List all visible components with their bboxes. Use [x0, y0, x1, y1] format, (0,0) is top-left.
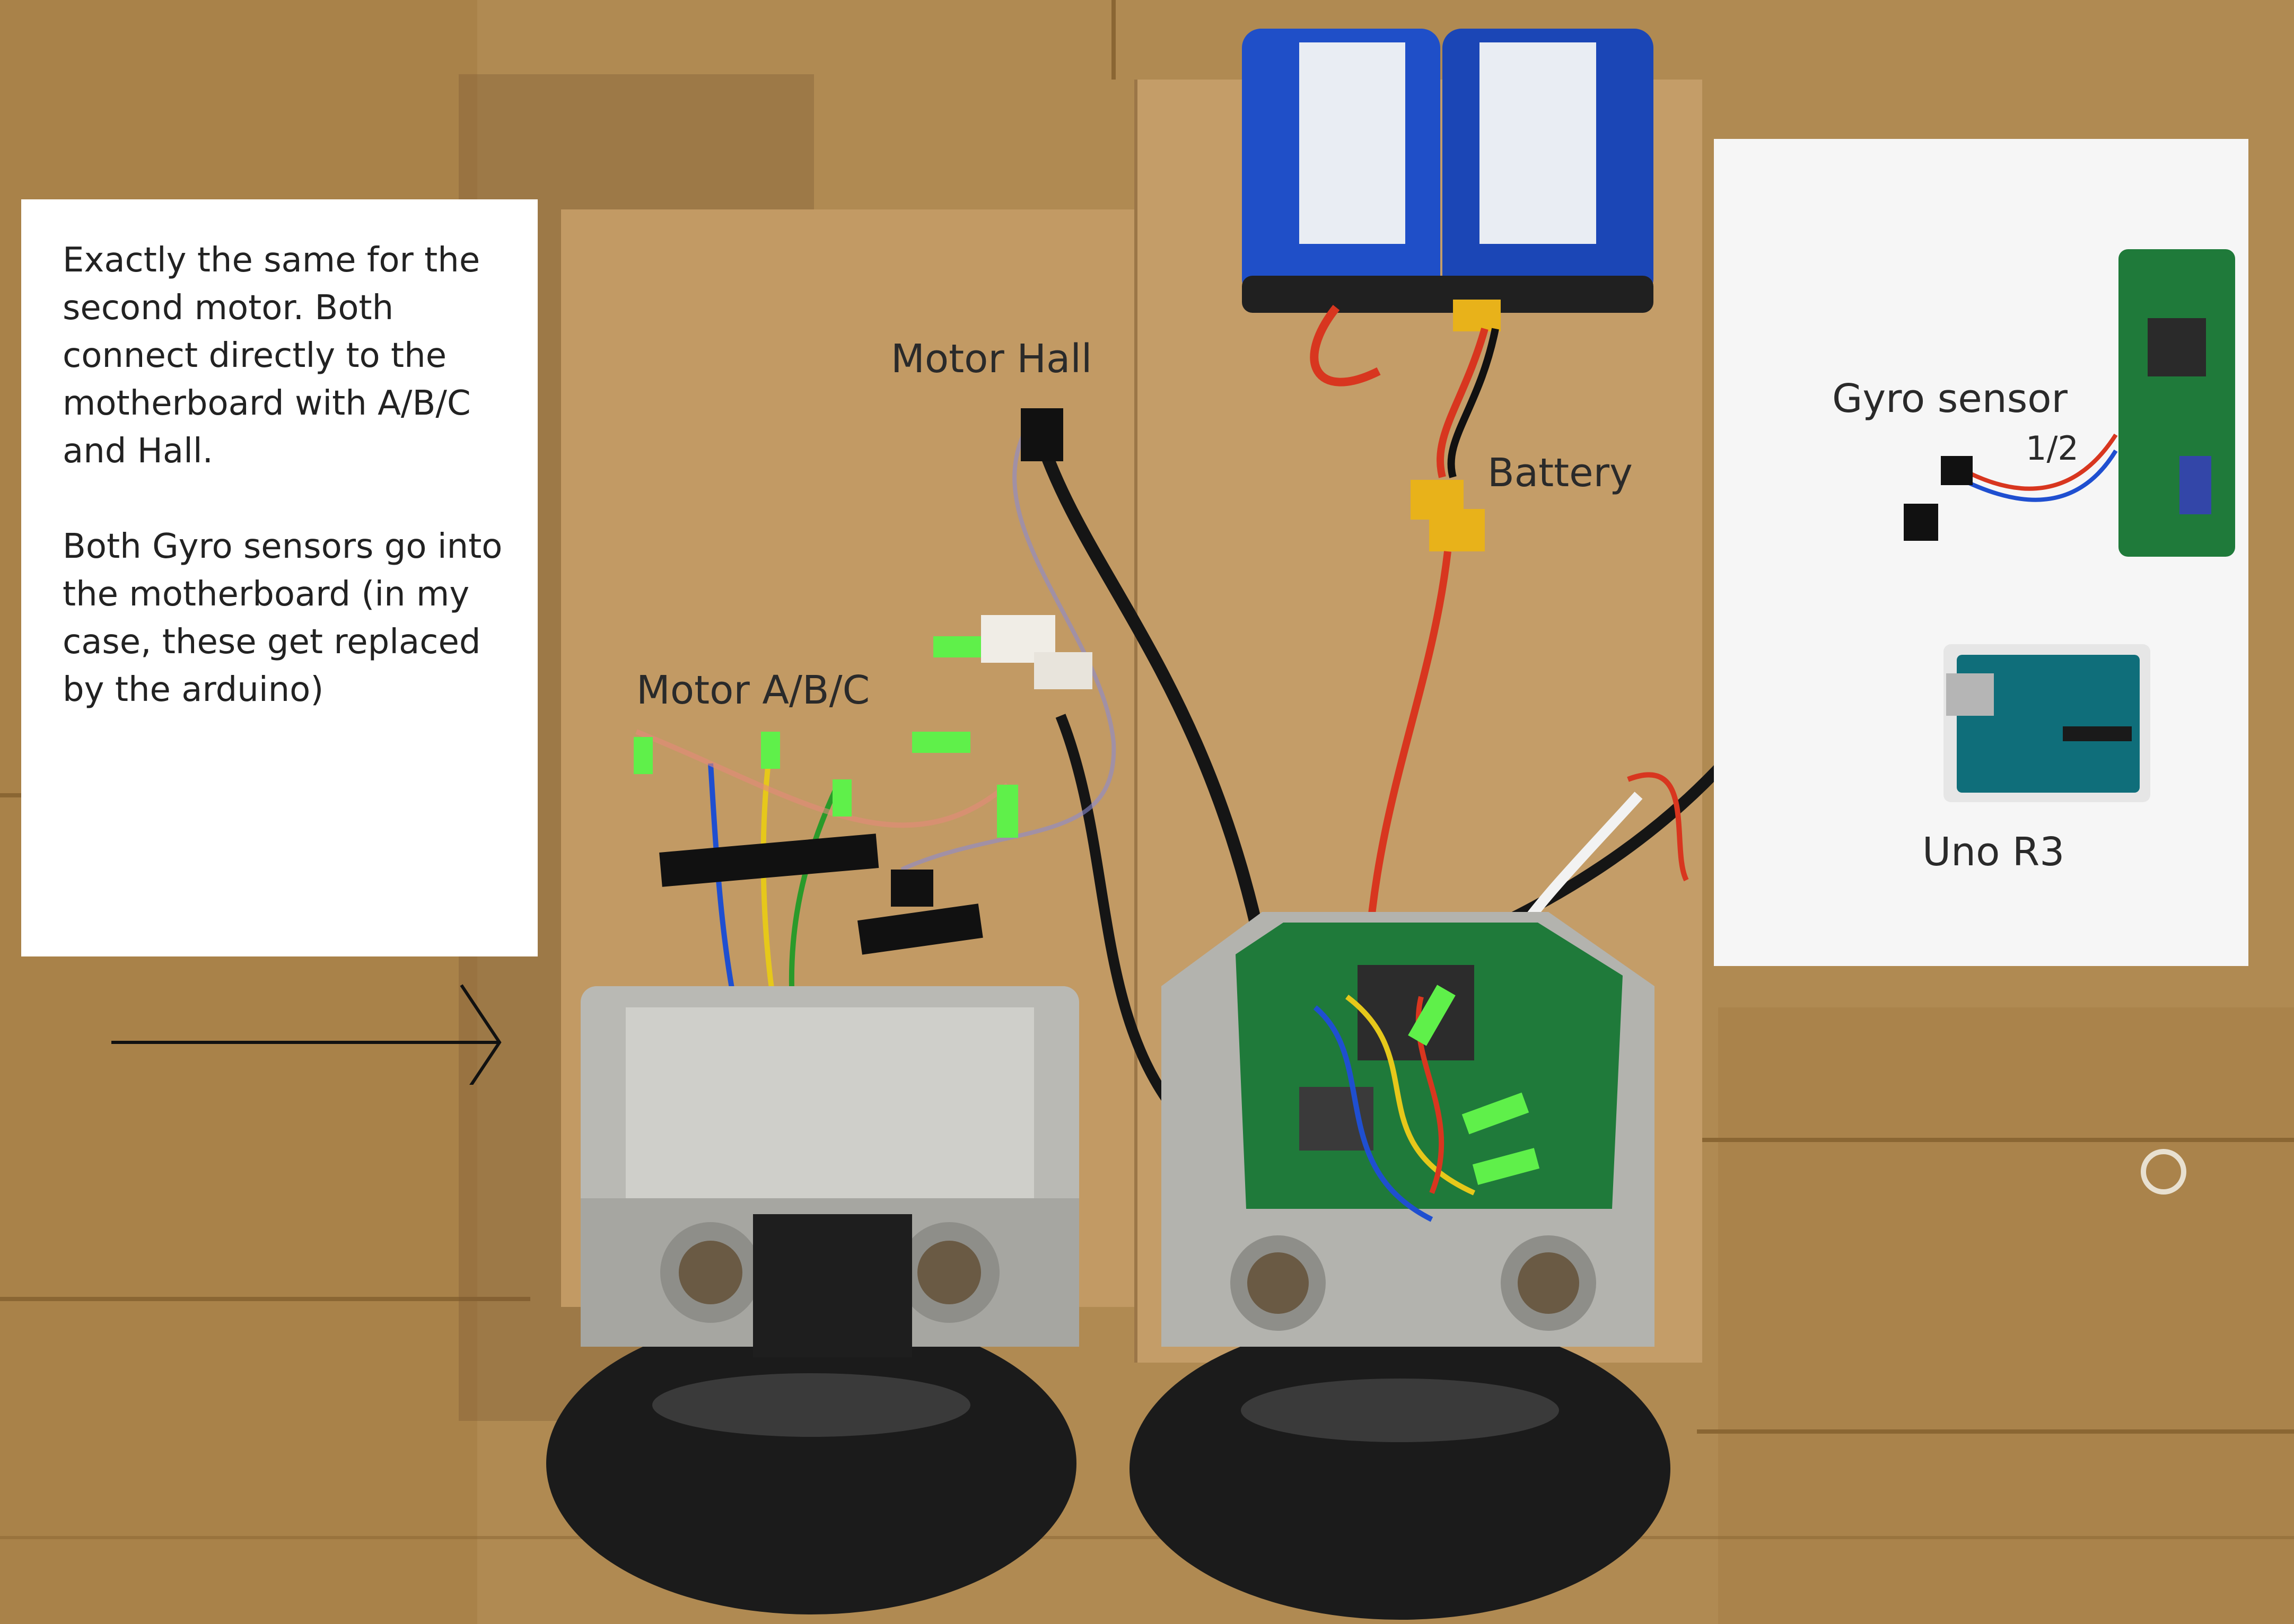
arduino-uno-board	[1943, 644, 2150, 802]
right-arrow-icon	[111, 984, 502, 1085]
gyro-sensor-board	[1904, 249, 2235, 557]
left-hoverboard-half	[546, 986, 1079, 1614]
explanation-note: Exactly the same for the second motor. B…	[21, 199, 538, 1085]
note-paragraph-1: Exactly the same for the second motor. B…	[63, 241, 480, 471]
label-gyro-fraction: 1/2	[2026, 429, 2079, 468]
battery-pack	[1242, 29, 1653, 955]
note-paragraph-2: Both Gyro sensors go into the motherboar…	[63, 527, 503, 709]
label-uno-r3: Uno R3	[1922, 829, 2065, 875]
label-motor-abc: Motor A/B/C	[636, 668, 870, 713]
right-hoverboard-half	[1130, 912, 1670, 1620]
label-gyro-sensor: Gyro sensor	[1832, 376, 2068, 422]
label-battery: Battery	[1487, 450, 1633, 496]
label-motor-hall: Motor Hall	[891, 336, 1092, 382]
